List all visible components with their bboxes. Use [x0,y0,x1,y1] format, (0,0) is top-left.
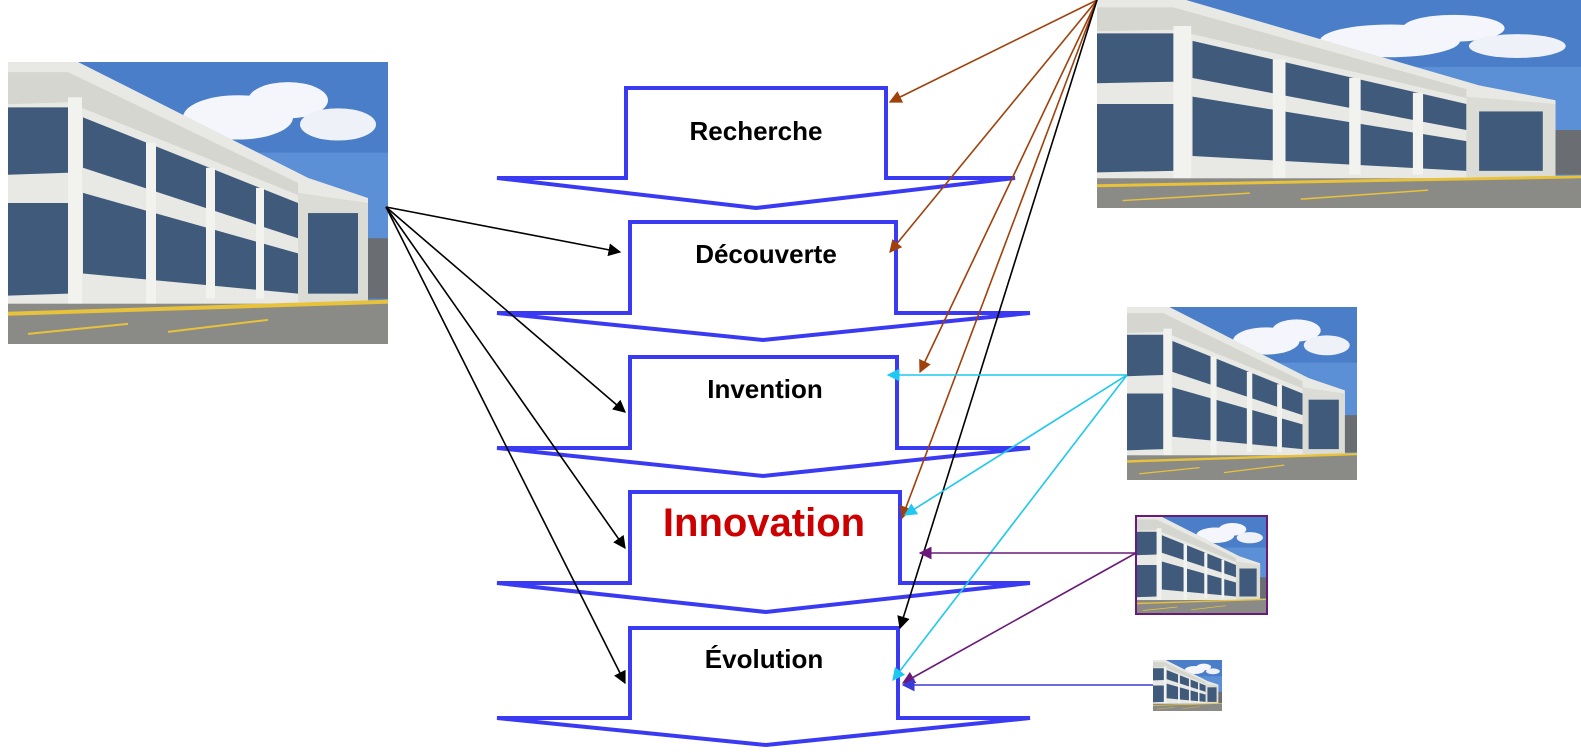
arrow-left-to-invention [385,206,626,413]
arrow-top-to-invention [919,0,1098,374]
arrow-top-to-innovation [900,0,1098,520]
arrow-mid-to-innovation [903,374,1128,516]
photo-small-right-border [1135,515,1268,615]
stage-label-decouverte: Découverte [695,239,837,269]
arrow-mid-to-evolution [892,374,1128,682]
photo-mid-right [1127,307,1357,480]
arrow-left-to-innovation [385,206,626,550]
photo-small-right [1136,516,1267,614]
photos [8,0,1581,711]
connectors-brown-top [888,0,1098,520]
stage-shape-evolution [496,626,1031,748]
stage-shape-recherche [496,86,1016,211]
stage-labels: Recherche Découverte Invention Innovatio… [663,116,865,674]
connectors-purple-small [901,546,1137,684]
connectors-black-top [897,0,1098,630]
stage-label-evolution: Évolution [705,644,823,674]
arrow-small-to-evolution [901,552,1137,684]
stage-shape-decouverte [496,220,1031,343]
stage-label-invention: Invention [707,374,823,404]
arrow-top-to-decouverte [889,0,1098,253]
stage-label-recherche: Recherche [690,116,823,146]
arrow-top-to-evolution [897,0,1098,630]
stage-shape-innovation [496,490,1031,615]
arrow-left-to-decouverte [385,206,622,257]
photo-large-left [8,62,388,344]
connectors-cyan-mid [886,368,1128,682]
arrow-left-to-evolution [385,206,626,685]
connectors-black-left [385,206,626,685]
arrow-top-to-recherche [888,0,1098,103]
stage-label-innovation: Innovation [663,501,865,545]
photo-tiny-right [1153,660,1222,711]
photo-top-right [1097,0,1581,208]
stage-shapes [496,86,1031,748]
